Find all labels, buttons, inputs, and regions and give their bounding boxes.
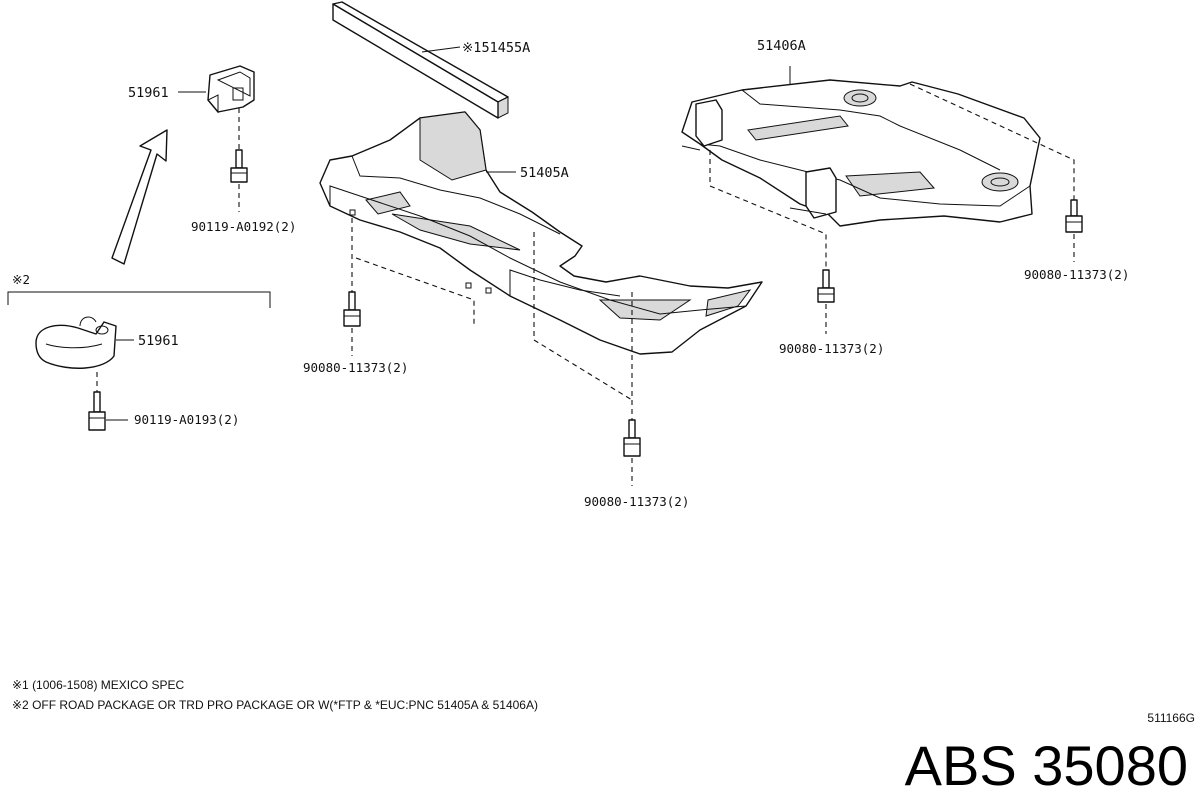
- label-90119-a0192: 90119-A0192(2): [191, 219, 296, 234]
- bolt-90080-left: [343, 291, 361, 356]
- bolt-90080-far-right: [1065, 199, 1083, 262]
- bolt-90119-a0192: [230, 149, 248, 212]
- skid-plate-51406a: [681, 66, 1041, 227]
- diagram-code: 511166G: [1147, 711, 1195, 725]
- bracket-51961-top: [178, 65, 255, 150]
- group-2-bracket: [7, 291, 271, 308]
- fastener-lines-51405a: [351, 218, 633, 420]
- label-90080-far-right: 90080-11373(2): [1024, 267, 1129, 282]
- label-90119-a0193: 90119-A0193(2): [134, 412, 239, 427]
- skid-plate-51405a: [319, 111, 763, 355]
- label-151455a: ※151455A: [462, 40, 530, 56]
- brand-caption: ABS 35080: [905, 734, 1188, 797]
- bolt-90119-a0193: [88, 391, 128, 431]
- fastener-lines-51406a: [709, 83, 1075, 270]
- label-51961-bottom: 51961: [138, 333, 179, 349]
- footnote-1: ※1 (1006-1508) MEXICO SPEC: [12, 678, 184, 692]
- direction-arrow: [111, 129, 168, 265]
- label-51405a: 51405A: [520, 165, 569, 181]
- footnote-2: ※2 OFF ROAD PACKAGE OR TRD PRO PACKAGE O…: [12, 698, 538, 712]
- bracket-51961-bottom: [35, 316, 134, 392]
- label-group-2: ※2: [12, 272, 30, 287]
- bar-151455a: [332, 1, 509, 119]
- label-90080-left: 90080-11373(2): [303, 360, 408, 375]
- label-51406a: 51406A: [757, 38, 806, 54]
- label-90080-center: 90080-11373(2): [584, 494, 689, 509]
- label-51961-top: 51961: [128, 85, 169, 101]
- bolt-90080-center: [623, 419, 641, 486]
- bolt-90080-right-mid: [817, 269, 835, 334]
- label-90080-right-mid: 90080-11373(2): [779, 341, 884, 356]
